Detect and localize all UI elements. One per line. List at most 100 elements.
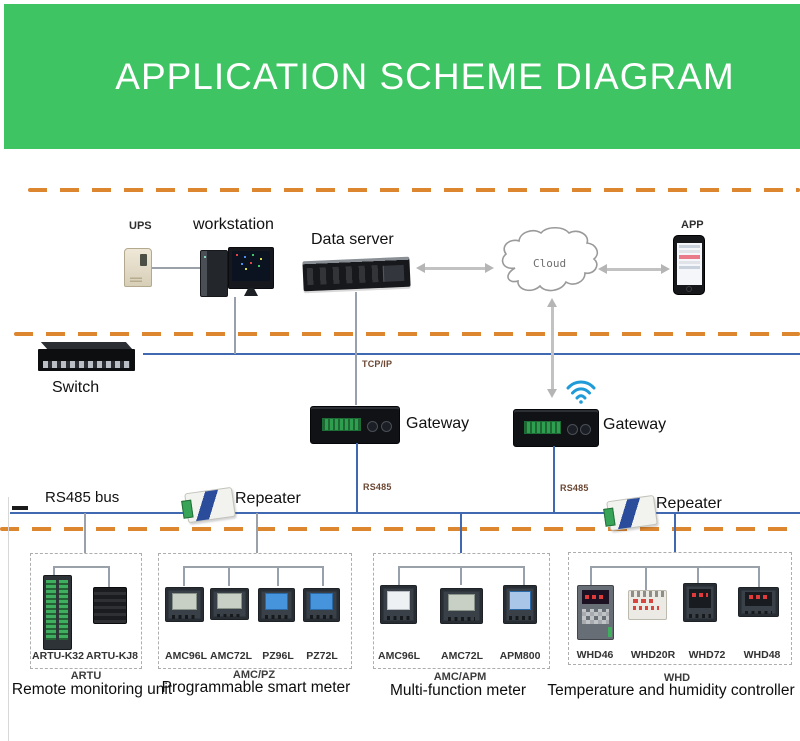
device-label: WHD20R: [630, 649, 676, 661]
group4-tree-bar: [590, 566, 758, 568]
group3-stub: [523, 566, 525, 585]
repeater-right-label: Repeater: [656, 495, 722, 512]
group1-stub: [108, 566, 110, 587]
monitor-screen: [232, 251, 270, 281]
device-label: PZ96L: [262, 650, 294, 662]
group-series-label: ARTU: [70, 670, 102, 682]
group3-stub: [460, 566, 462, 585]
gateway-terminal: [321, 417, 361, 431]
gateway-left-rs485-line: [356, 443, 358, 513]
pz72l-device-image: [303, 588, 340, 622]
device-label: WHD72: [688, 649, 726, 661]
phone-screen: [676, 243, 702, 285]
gateway-port: [366, 420, 378, 432]
device-label: ARTU-K32: [32, 650, 84, 662]
group3-stub: [398, 566, 400, 585]
group2-tree-bar: [183, 566, 323, 568]
gateway-port: [580, 423, 592, 435]
workstation-monitor-image: [228, 247, 274, 296]
gateway-right-rs485-line: [553, 446, 555, 513]
switch-device-image: [38, 349, 135, 371]
amc96l-mf-device-image: [380, 585, 417, 624]
dashed-separator-top: [28, 188, 800, 192]
group2-stub: [183, 566, 185, 586]
whd46-device-image: [577, 585, 614, 640]
ups-vent: [130, 277, 142, 282]
group-caption: Programmable smart meter: [161, 679, 351, 696]
ethernet-line: [143, 353, 800, 355]
cloud-gateway-arrow: [547, 298, 557, 398]
workstation-label: workstation: [193, 216, 274, 233]
group4-feed-line: [674, 513, 676, 567]
group-caption: Remote monitoring unit: [11, 681, 173, 698]
repeater-right-image: [606, 494, 658, 532]
device-label: AMC72L: [209, 650, 253, 662]
amc96l-device-image: [165, 587, 204, 622]
group-caption: Multi-function meter: [389, 682, 527, 699]
group1-stub: [53, 566, 55, 576]
whd48-device-image: [738, 587, 779, 617]
cloud-shape: [501, 226, 599, 292]
switch-label: Switch: [52, 379, 100, 396]
ups-workstation-connector: [152, 267, 200, 269]
group1-tree-bar: [53, 566, 109, 568]
group4-stub: [758, 566, 760, 587]
rs485-right-label: RS485: [560, 483, 589, 493]
gateway-left-label: Gateway: [406, 415, 470, 432]
group-caption: Temperature and humidity controller: [547, 682, 795, 699]
monitor-stand: [244, 288, 258, 296]
ups-device-image: [124, 248, 152, 287]
gateway-left-image: [310, 406, 400, 444]
amc72l-mf-device-image: [440, 588, 483, 624]
amc72l-device-image: [210, 588, 249, 620]
group-series-label: AMC/PZ: [232, 669, 276, 681]
gateway-right-image: [513, 409, 599, 447]
data-server-label: Data server: [311, 231, 394, 248]
dashed-separator-middle: [14, 332, 800, 336]
dashed-separator-bottom: [0, 527, 800, 531]
ups-label: UPS: [129, 220, 152, 232]
pz96l-device-image: [258, 588, 295, 622]
rs485-left-label: RS485: [363, 482, 392, 492]
page-title: APPLICATION SCHEME DIAGRAM: [115, 55, 735, 97]
group-series-label: WHD: [663, 672, 691, 684]
group3-feed-line: [460, 513, 462, 567]
apm800-device-image: [503, 585, 537, 624]
group4-stub: [697, 566, 699, 583]
artu-kj8-device-image: [93, 587, 127, 624]
cloud-label: Cloud: [533, 257, 567, 270]
server-gateway-drop-line: [355, 292, 357, 405]
artu-k32-device-image: [43, 575, 72, 650]
group4-stub: [590, 566, 592, 585]
device-label: WHD46: [576, 649, 614, 661]
repeater-left-label: Repeater: [235, 490, 301, 507]
wifi-icon: [566, 380, 596, 404]
app-label: APP: [681, 219, 704, 231]
device-label: AMC96L: [164, 650, 208, 662]
left-edge-line: [8, 497, 9, 741]
data-server-image: [302, 256, 411, 292]
server-cloud-arrow: [416, 263, 494, 273]
device-label: ARTU-KJ8: [86, 650, 138, 662]
workstation-tower-image: [200, 250, 228, 297]
group2-stub: [228, 566, 230, 586]
whd20r-device-image: [628, 590, 667, 620]
group4-stub: [645, 566, 647, 590]
group2-stub: [322, 566, 324, 586]
device-label: AMC96L: [377, 650, 421, 662]
repeater-left-image: [184, 486, 236, 524]
gateway-port: [380, 420, 392, 432]
whd72-device-image: [683, 583, 717, 622]
gateway-terminal: [524, 420, 562, 434]
device-label: AMC72L: [440, 650, 484, 662]
device-label: APM800: [499, 650, 541, 662]
group1-feed-line: [84, 513, 86, 567]
app-phone-image: [673, 235, 705, 295]
group2-feed-line: [256, 513, 258, 567]
group-series-label: AMC/APM: [433, 671, 487, 683]
device-label: WHD48: [743, 649, 781, 661]
gateway-port: [566, 423, 578, 435]
ups-window: [140, 254, 147, 266]
rs485-bus-line: [10, 512, 800, 514]
